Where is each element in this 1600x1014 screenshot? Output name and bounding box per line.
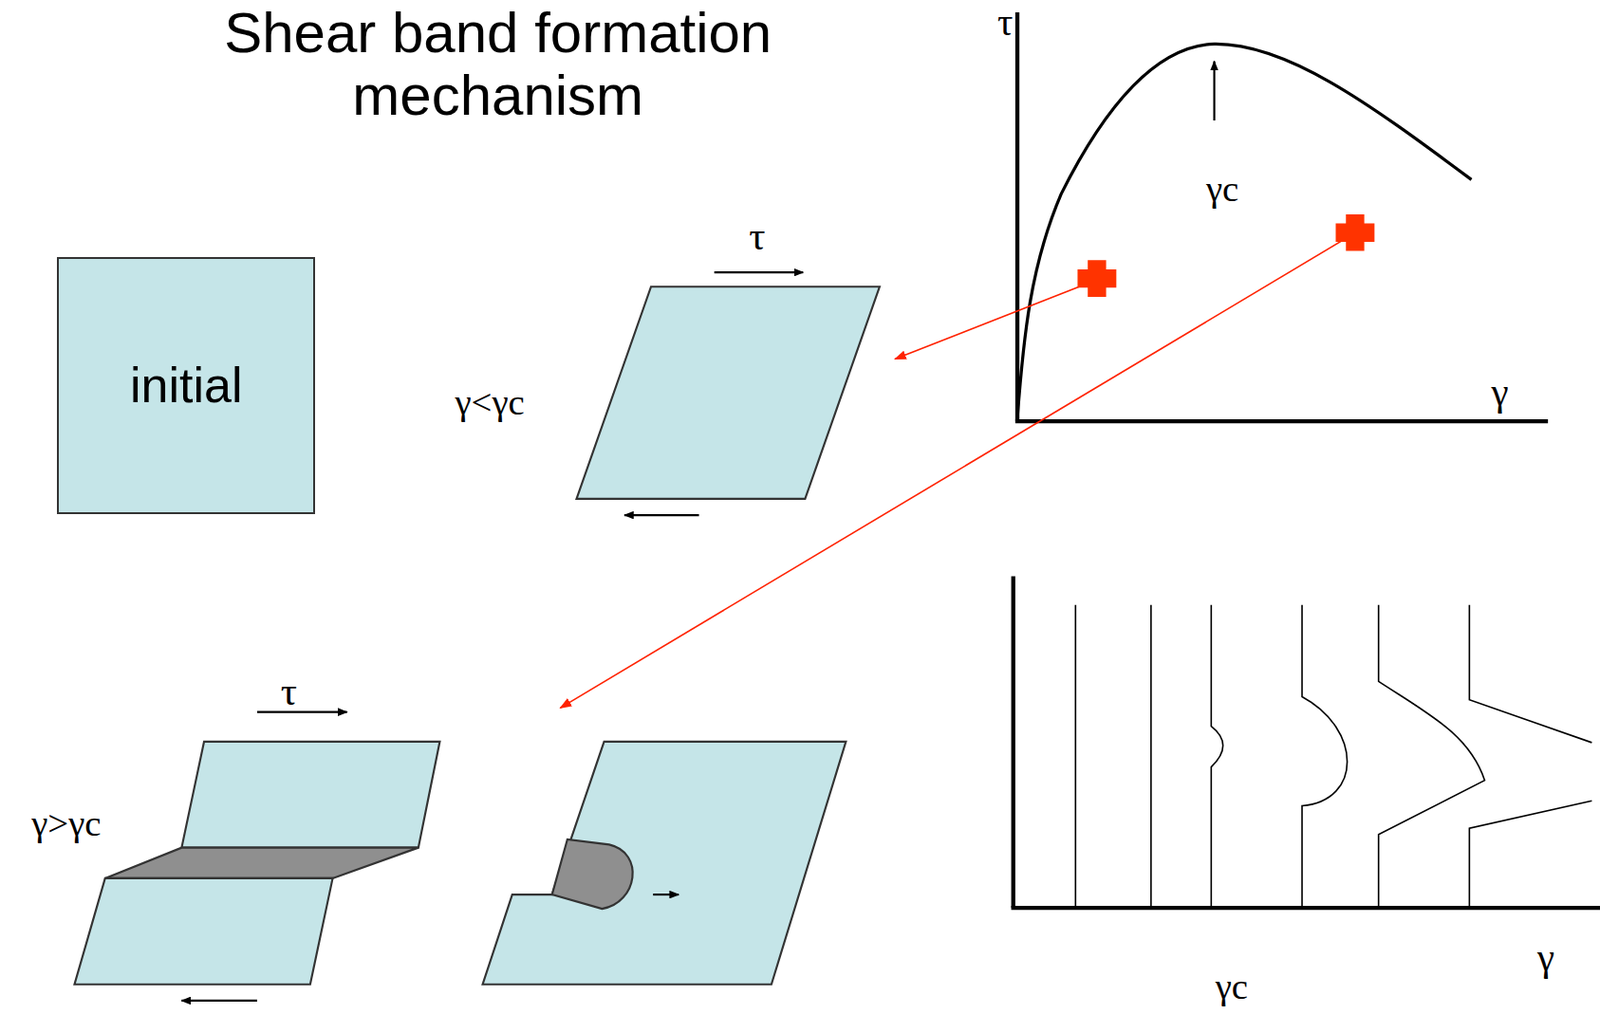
- notched-block: [483, 742, 847, 986]
- leader-line: [559, 241, 1342, 708]
- shear-arrow: [181, 1000, 258, 1003]
- axis: [1015, 419, 1548, 424]
- axis: [1015, 12, 1020, 422]
- strain-profiles: [1075, 605, 1592, 909]
- leader-line: [894, 285, 1082, 359]
- peak-arrow: [1212, 61, 1215, 121]
- propagation-arrow: [652, 893, 679, 896]
- band-front: [552, 839, 633, 910]
- shear-arrow: [714, 271, 804, 274]
- red-marker: [1077, 260, 1117, 298]
- initial-block: initial: [56, 257, 316, 515]
- slide-title: Shear band formation mechanism: [175, 1, 821, 128]
- axis-label: γ: [1537, 939, 1555, 979]
- shear-band: [105, 848, 419, 879]
- stress-strain-curve: [1017, 43, 1471, 419]
- shear-arrow: [257, 711, 348, 714]
- condition-label: γ<γc: [454, 384, 524, 422]
- condition-label: γ>γc: [31, 805, 101, 843]
- block-label: initial: [130, 356, 243, 414]
- axis-label: γc: [1206, 170, 1239, 208]
- axis: [1011, 906, 1600, 911]
- axis-label: γ: [1491, 373, 1509, 413]
- stress-symbol: τ: [748, 216, 765, 258]
- lower-block: [74, 878, 333, 986]
- axis: [1011, 576, 1016, 909]
- stress-symbol: τ: [280, 671, 298, 713]
- upper-block: [181, 742, 440, 849]
- axis-label: τ: [997, 3, 1013, 43]
- sheared-block: [576, 286, 880, 500]
- axis-label: γc: [1215, 968, 1248, 1006]
- red-marker: [1336, 214, 1376, 252]
- shear-arrow: [624, 514, 699, 517]
